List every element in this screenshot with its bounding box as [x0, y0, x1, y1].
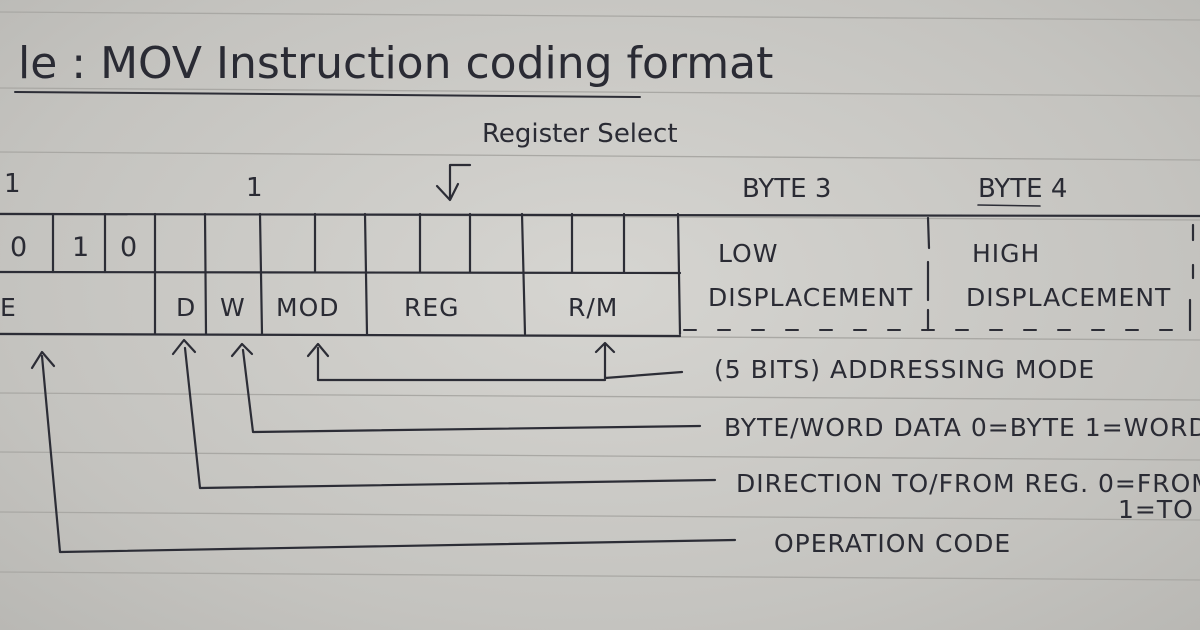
- register-select-arrow: [435, 163, 472, 202]
- byte-word-description: BYTE/WORD DATA 0=BYTE 1=WORD: [724, 413, 1200, 442]
- byte4-high-label: HIGH: [972, 239, 1040, 268]
- reg-field-label: REG: [404, 293, 460, 322]
- page-title: le : MOV Instruction coding format: [18, 38, 773, 89]
- rm-field-label: R/M: [568, 293, 618, 322]
- mode-arrow: [316, 341, 684, 382]
- left-bit-mark: 1: [4, 169, 21, 199]
- mod-field-label: MOD: [276, 293, 340, 322]
- op-arrowhead: [30, 350, 56, 370]
- direction-to-value: 1=TO: [1118, 495, 1194, 524]
- bit-value: 0: [120, 232, 137, 263]
- w-arrowhead: [230, 342, 254, 358]
- mode-arrowhead: [306, 342, 330, 358]
- addressing-mode-description: (5 BITS) ADDRESSING MODE: [714, 355, 1095, 384]
- byte4-displacement-label: DISPLACEMENT: [966, 283, 1171, 312]
- bit-value: 1: [72, 232, 89, 263]
- title-underline: [14, 91, 641, 98]
- bit-value: 0: [10, 232, 27, 263]
- direction-description: DIRECTION TO/FROM REG. 0=FROM: [736, 469, 1200, 498]
- byte3-header: BYTE 3: [742, 174, 831, 204]
- byte4-header: BYTE 4: [978, 174, 1067, 204]
- operation-code-description: OPERATION CODE: [774, 529, 1011, 558]
- d-arrow: [183, 346, 717, 490]
- instruction-grid: [0, 212, 1200, 338]
- w-arrow: [241, 348, 702, 434]
- w-field-label: W: [220, 293, 246, 322]
- byte3-low-label: LOW: [718, 239, 778, 268]
- d-arrowhead: [171, 338, 197, 356]
- d-field-label: D: [176, 293, 196, 322]
- byte4-underline: [977, 204, 1041, 207]
- op-arrow: [40, 354, 737, 554]
- leader-lines: [30, 338, 737, 554]
- register-select-label: Register Select: [482, 119, 678, 149]
- byte3-displacement-label: DISPLACEMENT: [708, 283, 913, 312]
- middle-bit-mark: 1: [246, 173, 263, 203]
- opcode-field-label: E: [0, 293, 17, 322]
